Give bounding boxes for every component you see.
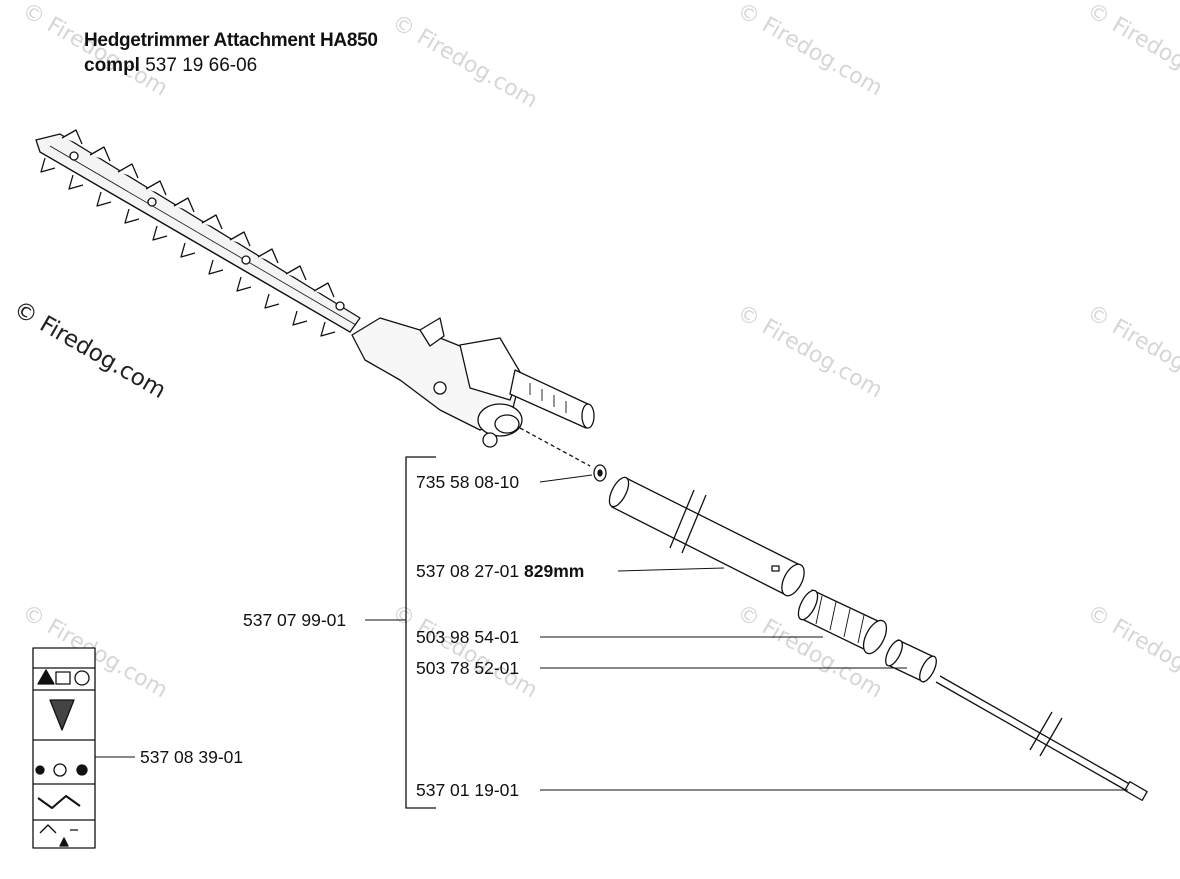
part-number-washer: 735 58 08-10 [416, 472, 520, 492]
handle [509, 369, 595, 429]
blade-teeth [40, 129, 336, 337]
gear-head [351, 317, 523, 448]
blade-bar [35, 133, 361, 333]
title-compl: compl [84, 55, 140, 76]
diagram-title: Hedgetrimmer Attachment HA850 compl 537 … [84, 28, 378, 78]
part-number-decal: 537 08 39-01 [140, 747, 244, 767]
nut-part [885, 639, 937, 683]
part-number-nut: 503 78 52-01 [416, 658, 520, 678]
part-number-kit: 537 07 99-01 [243, 610, 347, 630]
blade-bolts [69, 151, 345, 311]
part-number-tube: 537 08 27-01 829mm [416, 561, 584, 581]
tube-part [608, 476, 805, 597]
title-assembly-number: 537 19 66-06 [139, 55, 258, 76]
part-number-bushing: 503 98 54-01 [416, 627, 520, 647]
tube-length: 829mm [524, 561, 585, 581]
part-number-shaft: 537 01 19-01 [416, 780, 520, 800]
assembly-axis-line [519, 427, 591, 467]
tube-number: 537 08 27-01 [416, 561, 520, 581]
title-line-1: Hedgetrimmer Attachment HA850 [84, 30, 378, 51]
shaft-part [935, 675, 1148, 801]
decal-sheet [32, 647, 96, 849]
title-line-2: compl 537 19 66-06 [84, 53, 378, 78]
leader-lines [93, 474, 1128, 791]
bushing-part [797, 589, 888, 655]
kit-bracket [405, 456, 436, 809]
